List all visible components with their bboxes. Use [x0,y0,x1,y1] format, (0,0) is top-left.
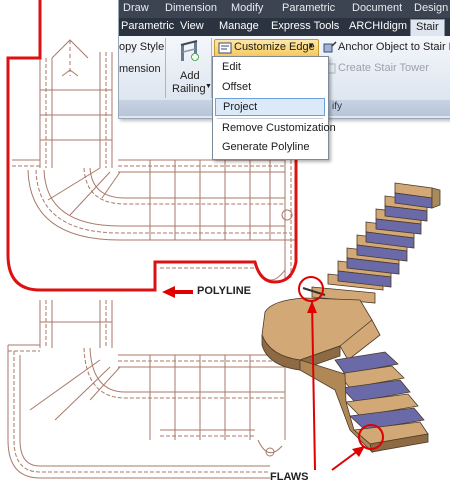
menu-item-label: Remove Customization [222,122,336,134]
menu-design[interactable]: Design [414,2,449,14]
lower-stair-plan [7,300,286,479]
tab-archidigm[interactable]: ARCHIdigm [349,20,408,32]
menu-parametric[interactable]: Parametric [282,2,336,14]
railing-icon [180,40,199,61]
add-railing-label-line2: Railing [172,83,206,95]
menu-item-label: Project [223,101,258,113]
panel-separator [165,38,166,98]
menu-item-offset[interactable]: Offset [215,79,325,97]
menu-item-label: Offset [222,81,252,93]
tab-stair[interactable]: Stair [410,19,445,38]
tab-view[interactable]: View [180,20,204,32]
polyline-label: POLYLINE [197,285,251,297]
callout-arrowheads [162,286,365,457]
add-railing-button[interactable]: Add Railing ▼ [171,38,212,98]
menu-bar: Draw Dimension Modify Parametric Documen… [119,0,450,18]
chevron-down-icon: ▼ [205,83,212,90]
customize-edge-dropdown: Edit Offset Project Remove Customization… [212,56,336,160]
customize-edge-icon [218,42,232,54]
tab-manage[interactable]: Manage [219,20,259,32]
flaws-label: FLAWS [270,471,309,483]
menu-item-generate-polyline[interactable]: Generate Polyline [215,139,325,157]
anchor-icon [323,41,337,53]
customize-edge-label: Customize Edge [234,41,315,53]
menu-modify[interactable]: Modify [231,2,264,14]
upper-stair-plan [12,39,295,281]
menu-item-label: Edit [222,61,241,73]
menu-item-label: Generate Polyline [222,141,310,153]
polyline-outline [6,0,298,292]
dimension-button[interactable]: mension [119,63,161,75]
anchor-object-button[interactable]: Anchor Object to Stair La [338,41,450,53]
tab-express-tools[interactable]: Express Tools [271,20,340,32]
chevron-down-icon: ▼ [307,41,315,50]
menu-item-remove-customization[interactable]: Remove Customization [215,120,336,138]
panel-separator [211,38,212,98]
add-railing-label-line1: Add [180,70,200,82]
panel-title: ify [332,101,342,112]
menu-item-edit[interactable]: Edit [215,59,325,77]
ribbon-tab-bar: Parametric View Manage Express Tools ARC… [119,18,450,38]
tab-parametric[interactable]: Parametric [121,20,175,32]
menu-item-project[interactable]: Project [215,98,325,116]
create-stair-tower-button[interactable]: Create Stair Tower [338,62,429,74]
menu-separator [217,118,323,119]
menu-document[interactable]: Document [352,2,403,14]
menu-draw[interactable]: Draw [123,2,149,14]
menu-dimension[interactable]: Dimension [165,2,217,14]
stair-3d-model [261,182,441,454]
copy-style-button[interactable]: opy Style [119,41,165,53]
